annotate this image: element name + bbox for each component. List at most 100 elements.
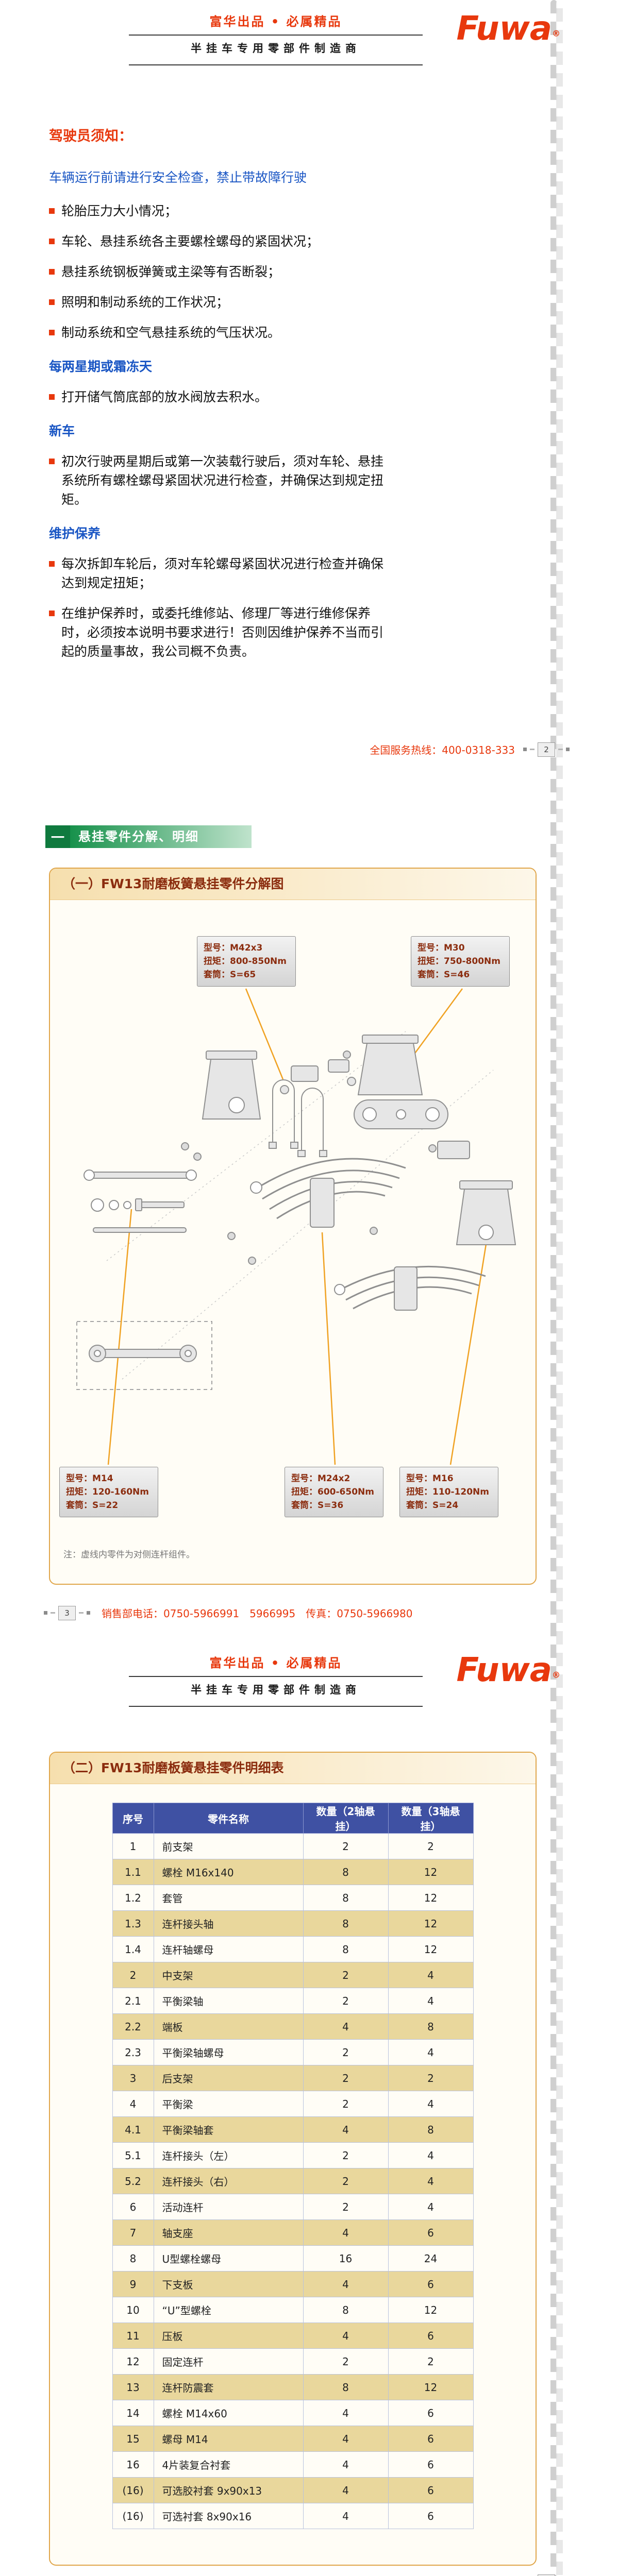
bullet-square-icon bbox=[49, 611, 55, 616]
equalizer-assembly bbox=[354, 1035, 448, 1129]
qty-2axle: 2 bbox=[303, 2168, 389, 2194]
qty-3axle: 12 bbox=[388, 1885, 474, 1911]
page1-footer: 全国服务热线：400-0318-333 2 bbox=[49, 742, 570, 757]
section-heading-maintenance: 维护保养 bbox=[49, 526, 101, 541]
qty-2axle: 8 bbox=[303, 1910, 389, 1937]
driver-notice-title: 驾驶员须知： bbox=[49, 128, 132, 144]
row-serial: (16) bbox=[112, 2477, 154, 2503]
row-serial: 1.4 bbox=[112, 1936, 154, 1962]
qty-3axle: 4 bbox=[388, 2039, 474, 2065]
qty-2axle: 4 bbox=[303, 2426, 389, 2452]
bullet-item: 照明和制动系统的工作状况； bbox=[49, 293, 389, 312]
qty-3axle: 4 bbox=[388, 2091, 474, 2117]
safety-check-intro: 车辆运行前请进行安全检查，禁止带故障行驶 bbox=[49, 170, 307, 185]
qty-3axle: 6 bbox=[388, 2323, 474, 2349]
parts-table-panel: （二）FW13耐磨板簧悬挂零件明细表 序号 零件名称 数量（2轴悬挂） 数量（3… bbox=[49, 1752, 537, 2566]
dashed-opposite-linkage-group bbox=[76, 1321, 212, 1390]
page-number-badge: 4 bbox=[523, 2574, 570, 2576]
qty-2axle: 2 bbox=[303, 2142, 389, 2168]
badge-square-icon bbox=[566, 748, 570, 751]
part-name: 4片装复合衬套 bbox=[153, 2451, 304, 2478]
qty-2axle: 8 bbox=[303, 1885, 389, 1911]
qty-3axle: 4 bbox=[388, 1962, 474, 1988]
qty-3axle: 6 bbox=[388, 2271, 474, 2297]
driver-notice-section: 驾驶员须知： 车辆运行前请进行安全检查，禁止带故障行驶 轮胎压力大小情况；车轮、… bbox=[49, 125, 389, 672]
fuwa-logo: Fuwa® bbox=[457, 12, 560, 45]
row-serial: 2.2 bbox=[112, 2013, 154, 2040]
page-number-badge: 3 bbox=[44, 1605, 90, 1620]
row-serial: 16 bbox=[112, 2451, 154, 2478]
exploded-diagram-art bbox=[76, 988, 516, 1465]
qty-2axle: 16 bbox=[303, 2245, 389, 2272]
part-name: U型螺栓螺母 bbox=[153, 2245, 304, 2272]
qty-2axle: 4 bbox=[303, 2219, 389, 2246]
row-serial: 15 bbox=[112, 2426, 154, 2452]
qty-2axle: 4 bbox=[303, 2323, 389, 2349]
row-serial: 11 bbox=[112, 2323, 154, 2349]
binding-strip bbox=[556, 0, 563, 2576]
callout-torque: 扭矩：110-120Nm bbox=[406, 1487, 489, 1497]
torque-callout-m14: 型号：M14 扭矩：120-160Nm 套筒：S=22 bbox=[59, 1467, 158, 1517]
bullet-text: 轮胎压力大小情况； bbox=[61, 204, 178, 218]
row-serial: 5.1 bbox=[112, 2142, 154, 2168]
bullet-square-icon bbox=[49, 269, 55, 275]
left-hardware-row bbox=[83, 1170, 197, 1233]
row-serial: 5.2 bbox=[112, 2168, 154, 2194]
qty-2axle: 4 bbox=[303, 2477, 389, 2503]
part-name: 平衡梁轴套 bbox=[153, 2116, 304, 2143]
table-header-row: 序号 零件名称 数量（2轴悬挂） 数量（3轴悬挂） bbox=[112, 1803, 474, 1834]
header-center: 富华出品 • 必属精品 半挂车专用零部件制造商 bbox=[129, 11, 423, 65]
part-name: 螺母 M14 bbox=[153, 2426, 304, 2452]
qty-3axle: 24 bbox=[388, 2245, 474, 2272]
qty-2axle: 4 bbox=[303, 2116, 389, 2143]
spiral-binding-decoration bbox=[549, 0, 567, 2576]
bullet-item: 制动系统和空气悬挂系统的气压状况。 bbox=[49, 323, 389, 342]
qty-3axle: 12 bbox=[388, 2374, 474, 2400]
row-serial: 1 bbox=[112, 1833, 154, 1859]
callout-socket: 套筒：S=46 bbox=[417, 970, 470, 980]
binding-strip bbox=[550, 0, 557, 2576]
part-name: 螺栓 M16x140 bbox=[153, 1859, 304, 1885]
bullet-item: 每次拆卸车轮后，须对车轮螺母紧固状况进行检查并确保达到规定扭矩； bbox=[49, 554, 389, 592]
col-header-part-name: 零件名称 bbox=[153, 1803, 304, 1834]
page-number: 3 bbox=[58, 1605, 76, 1620]
callout-socket: 套筒：S=36 bbox=[291, 1500, 344, 1511]
qty-2axle: 2 bbox=[303, 2194, 389, 2220]
qty-3axle: 12 bbox=[388, 1910, 474, 1937]
callout-model: 型号：M30 bbox=[417, 943, 465, 953]
qty-3axle: 4 bbox=[388, 2168, 474, 2194]
qty-3axle: 6 bbox=[388, 2477, 474, 2503]
callout-torque: 扭矩：750-800Nm bbox=[417, 956, 500, 967]
callout-socket: 套筒：S=24 bbox=[406, 1500, 459, 1511]
brand-subtitle: 半挂车专用零部件制造商 bbox=[191, 42, 361, 55]
bullet-item: 初次行驶两星期后或第一次装载行驶后，须对车轮、悬挂系统所有螺栓螺母紧固状况进行检… bbox=[49, 452, 389, 509]
row-serial: 6 bbox=[112, 2194, 154, 2220]
bullet-text: 在维护保养时，或委托维修站、修理厂等进行维修保养时，必须按本说明书要求进行！否则… bbox=[61, 606, 384, 659]
qty-2axle: 4 bbox=[303, 2400, 389, 2426]
bullet-square-icon bbox=[49, 459, 55, 464]
qty-2axle: 8 bbox=[303, 1936, 389, 1962]
diagram-note: 注：虚线内零件为对侧连杆组件。 bbox=[63, 1550, 195, 1560]
qty-3axle: 6 bbox=[388, 2219, 474, 2246]
fuwa-logo: Fuwa® bbox=[457, 1654, 560, 1687]
badge-dash-icon bbox=[558, 749, 563, 750]
brand-tagline: 富华出品 • 必属精品 bbox=[209, 14, 342, 29]
part-name: 轴支座 bbox=[153, 2219, 304, 2246]
diagram-panel-body: 型号：M42x3 扭矩：800-850Nm 套筒：S=65 型号：M30 扭矩：… bbox=[50, 900, 536, 1584]
bullet-text: 初次行驶两星期后或第一次装载行驶后，须对车轮、悬挂系统所有螺栓螺母紧固状况进行检… bbox=[61, 454, 384, 507]
qty-2axle: 2 bbox=[303, 1833, 389, 1859]
row-serial: 14 bbox=[112, 2400, 154, 2426]
qty-3axle: 6 bbox=[388, 2426, 474, 2452]
badge-square-icon bbox=[44, 1611, 47, 1615]
part-name: 下支板 bbox=[153, 2271, 304, 2297]
